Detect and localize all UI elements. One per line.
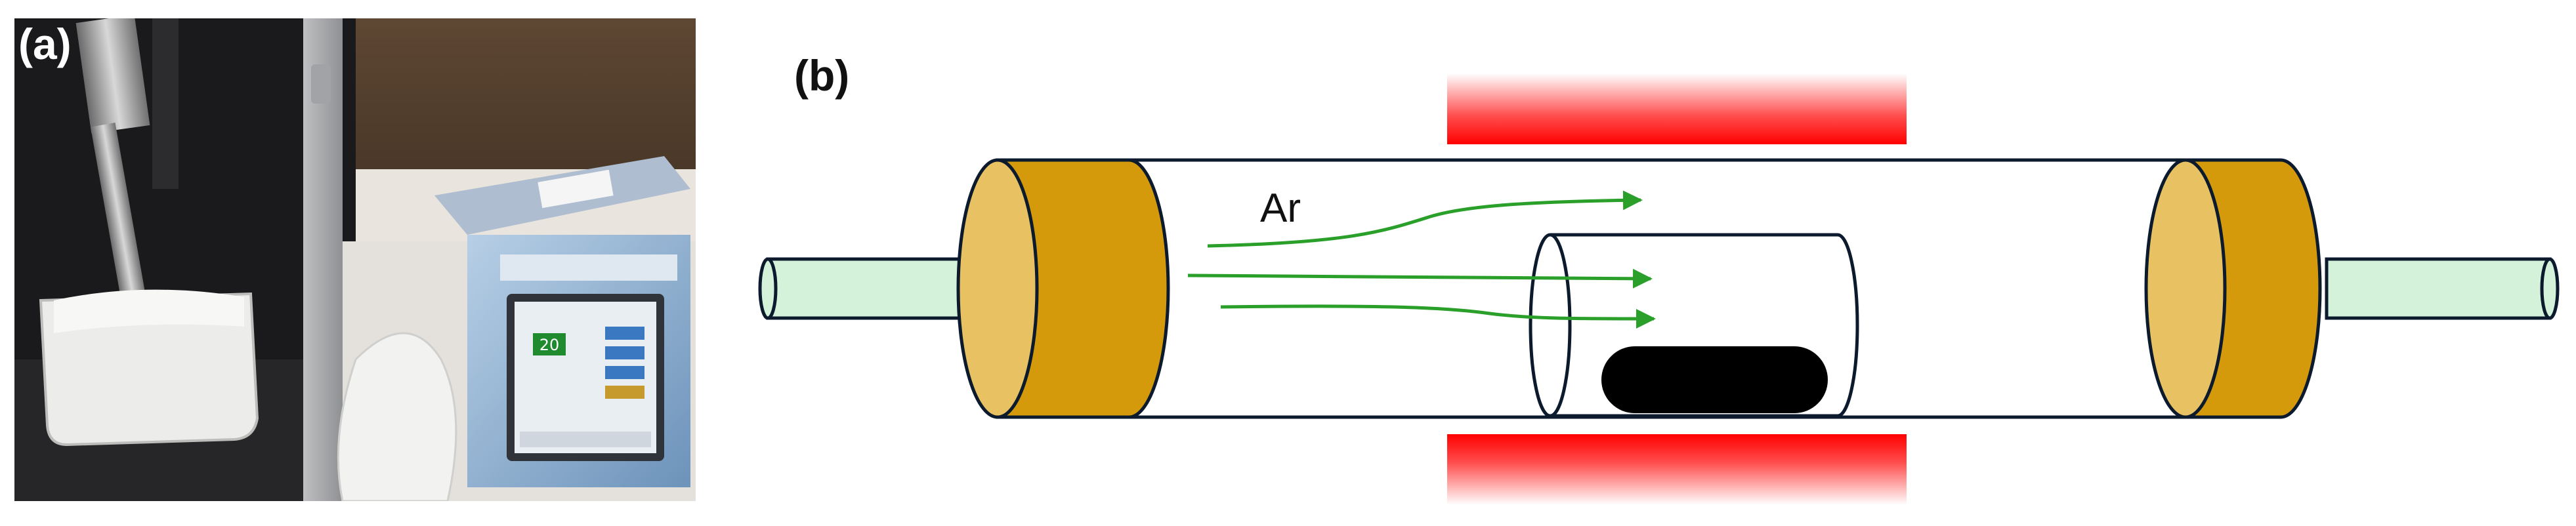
sample-boat	[1601, 346, 1828, 413]
screen-button-4	[605, 386, 644, 399]
panel-label-a: (a)	[18, 20, 72, 68]
ar-flow-arrow-2	[1187, 268, 1653, 289]
stand-rod	[152, 18, 179, 189]
heater-top	[1447, 73, 1907, 144]
cabinet-hinge	[311, 64, 331, 104]
screen-button-3	[605, 366, 644, 379]
ar-flow-arrow-3	[1220, 304, 1656, 329]
ice-bath	[39, 292, 259, 447]
processor-label	[538, 169, 614, 209]
heater-bottom	[1447, 434, 1907, 505]
gas-outlet-tube-end	[2540, 257, 2560, 320]
left-end-cap	[996, 158, 1170, 419]
left-end-cap-face	[956, 158, 1039, 419]
gas-inlet-tube-end	[758, 257, 778, 320]
screen-button-1	[605, 327, 644, 340]
wall	[356, 18, 696, 169]
screen-readout: 20	[539, 336, 560, 354]
ar-flow-arrow-1	[1207, 190, 1643, 248]
argon-gas-label: Ar	[1260, 186, 1301, 231]
screen-button-2	[605, 346, 644, 359]
ice	[54, 289, 244, 333]
schematic-panel-b: (b) Ar	[758, 51, 2560, 505]
gas-outlet-tube	[2325, 257, 2552, 320]
ultrasonic-horn-body	[75, 18, 150, 134]
photo-panel-a: 20 (a)	[14, 18, 696, 501]
screen-footer	[520, 432, 651, 447]
panel-label-b: (b)	[794, 51, 849, 100]
plastic-bag	[337, 332, 457, 501]
inner-tube-opening	[1529, 233, 1572, 418]
processor-brand-strip	[500, 254, 677, 281]
ultrasonic-horn-probe	[90, 123, 148, 315]
screen-value-box	[533, 333, 566, 355]
right-end-cap-face	[2144, 158, 2227, 419]
inner-tube-body	[1550, 233, 1859, 418]
